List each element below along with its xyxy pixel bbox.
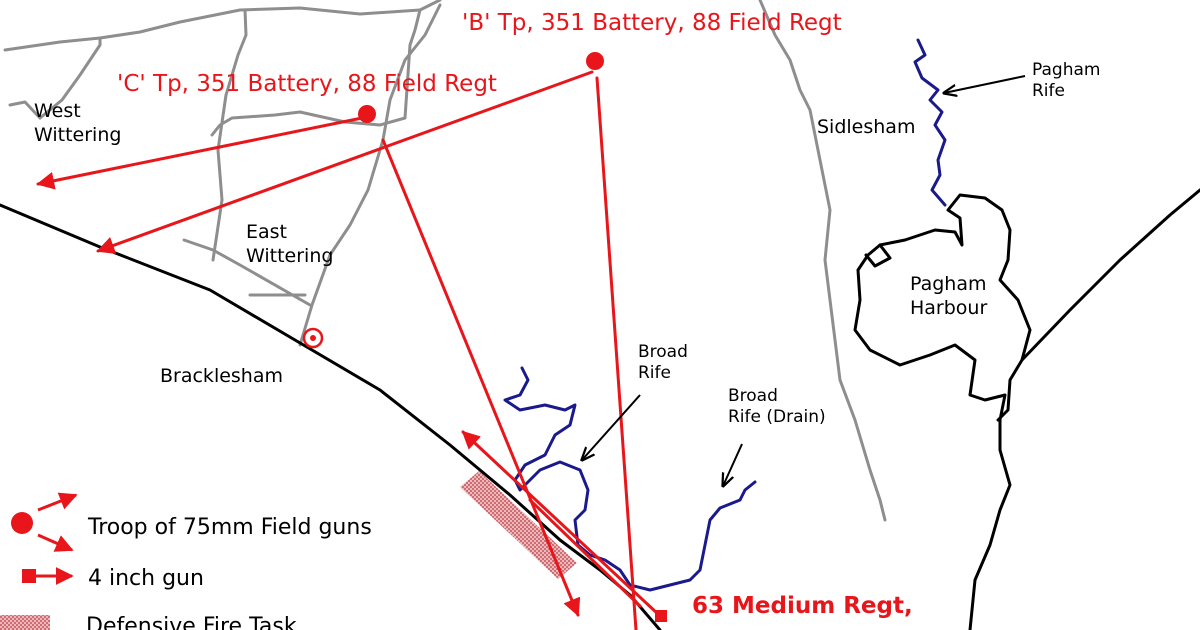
road-westwittering-north: [38, 36, 102, 120]
pointer-arrows: [582, 75, 1026, 486]
c-troop-arrow-west: [36, 116, 364, 190]
legend-arrow-up-icon: [37, 492, 78, 512]
b-troop-marker: [586, 52, 604, 70]
pagham-harbour-outline: [853, 193, 1032, 630]
c-troop-marker: [358, 105, 376, 123]
defensive-fire-task-area: [460, 471, 577, 579]
sidlesham-label: Sidlesham: [817, 116, 916, 138]
legend-field-guns-label: Troop of 75mm Field guns: [88, 515, 372, 540]
broad-rife-label: Broad Rife: [638, 342, 688, 384]
legend-defensive-fire-label: Defensive Fire Task: [86, 614, 297, 630]
medium-regt-arrow: [461, 430, 660, 616]
target-circle-icon: [302, 327, 324, 349]
road-central-1: [211, 8, 248, 262]
bracklesham-label: Bracklesham: [160, 365, 283, 387]
road-east-wittering-spur1: [182, 238, 312, 307]
b-troop-arrow-west: [96, 70, 594, 254]
east-wittering-label: East Wittering: [246, 221, 334, 267]
rivers: [503, 38, 947, 592]
pagham-rife-label: Pagham Rife: [1032, 60, 1101, 102]
legend-red-dot-icon: [11, 512, 33, 534]
fire-lines: [36, 70, 660, 630]
road-top-west: [3, 0, 442, 52]
west-wittering-label: West Wittering: [34, 100, 122, 146]
legend-arrow-down-icon: [37, 533, 74, 552]
b-troop-label: 'B' Tp, 351 Battery, 88 Field Regt: [462, 10, 842, 36]
b-troop-line-south: [595, 76, 638, 630]
medium-regt-label: 63 Medium Regt,: [692, 593, 913, 619]
coastlines: [0, 188, 1200, 630]
road-sidlesham: [758, 0, 887, 522]
pagham-harbour-label: Pagham Harbour: [910, 273, 988, 319]
road-west-spur: [8, 100, 42, 120]
road-east-wittering: [298, 3, 442, 347]
legend-red-square-icon: [22, 569, 36, 583]
harbour-mouth-east: [1020, 188, 1200, 362]
medium-regt-line-2: [528, 498, 642, 608]
broad-rife-drain-label: Broad Rife (Drain): [728, 386, 826, 428]
c-troop-line-south: [381, 138, 581, 617]
pagham-rife-river: [913, 38, 947, 207]
pagham-rife-pointer: [944, 75, 1026, 93]
medium-regt-marker: [655, 610, 667, 622]
legend-symbols: [0, 492, 78, 630]
harbour-inner-tongue: [864, 243, 892, 268]
c-troop-label: 'C' Tp, 351 Battery, 88 Field Regt: [117, 71, 497, 97]
broad-rife-drain-pointer: [723, 443, 743, 486]
broad-rife-pointer: [582, 394, 641, 460]
legend-hatch-swatch: [0, 615, 50, 630]
legend-four-inch-gun-label: 4 inch gun: [88, 566, 204, 591]
broad-rife-river: [503, 366, 757, 592]
